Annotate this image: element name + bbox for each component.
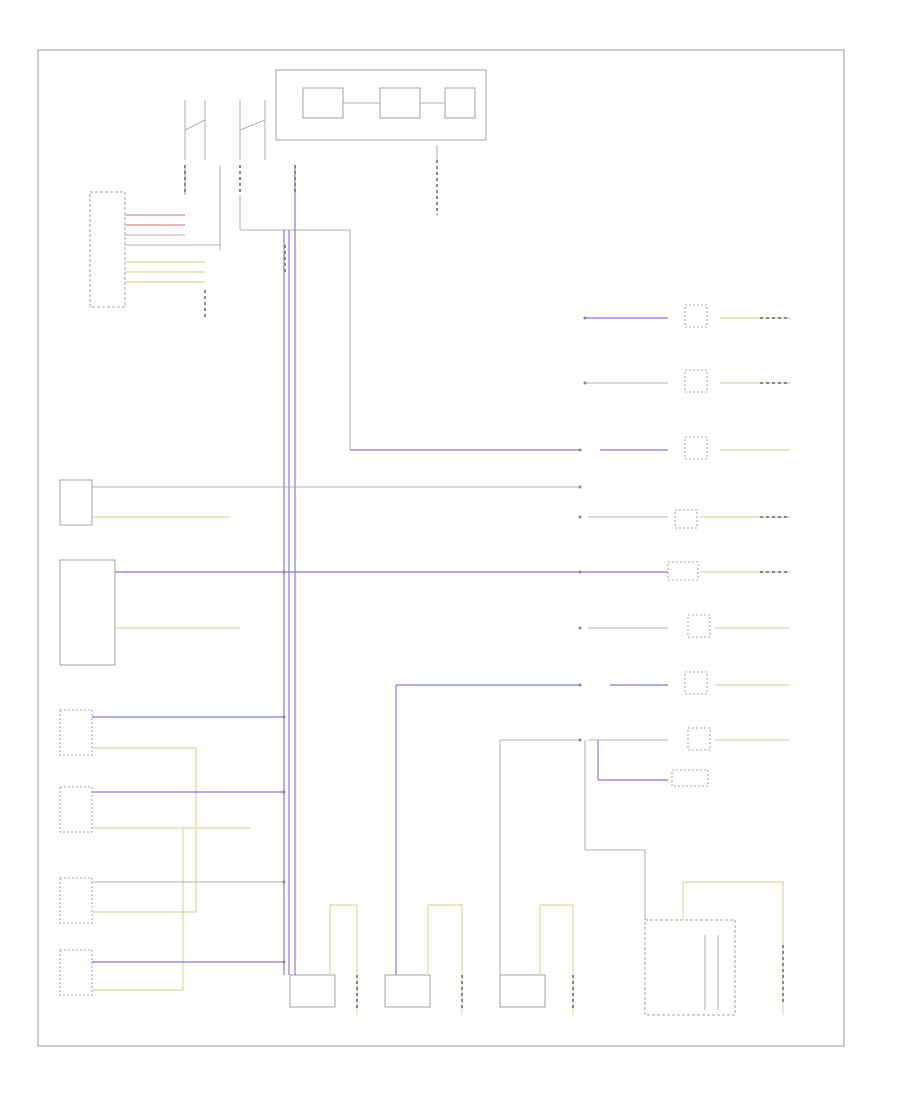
left-switches xyxy=(59,479,580,996)
junction-dots xyxy=(282,316,587,964)
ignition-switch xyxy=(184,100,266,160)
diagram-frame xyxy=(37,49,845,1047)
right-lamps xyxy=(580,304,790,787)
bottom-lamps xyxy=(289,684,784,1016)
top-fuse-block xyxy=(275,69,487,141)
instrument-cluster xyxy=(89,191,220,320)
